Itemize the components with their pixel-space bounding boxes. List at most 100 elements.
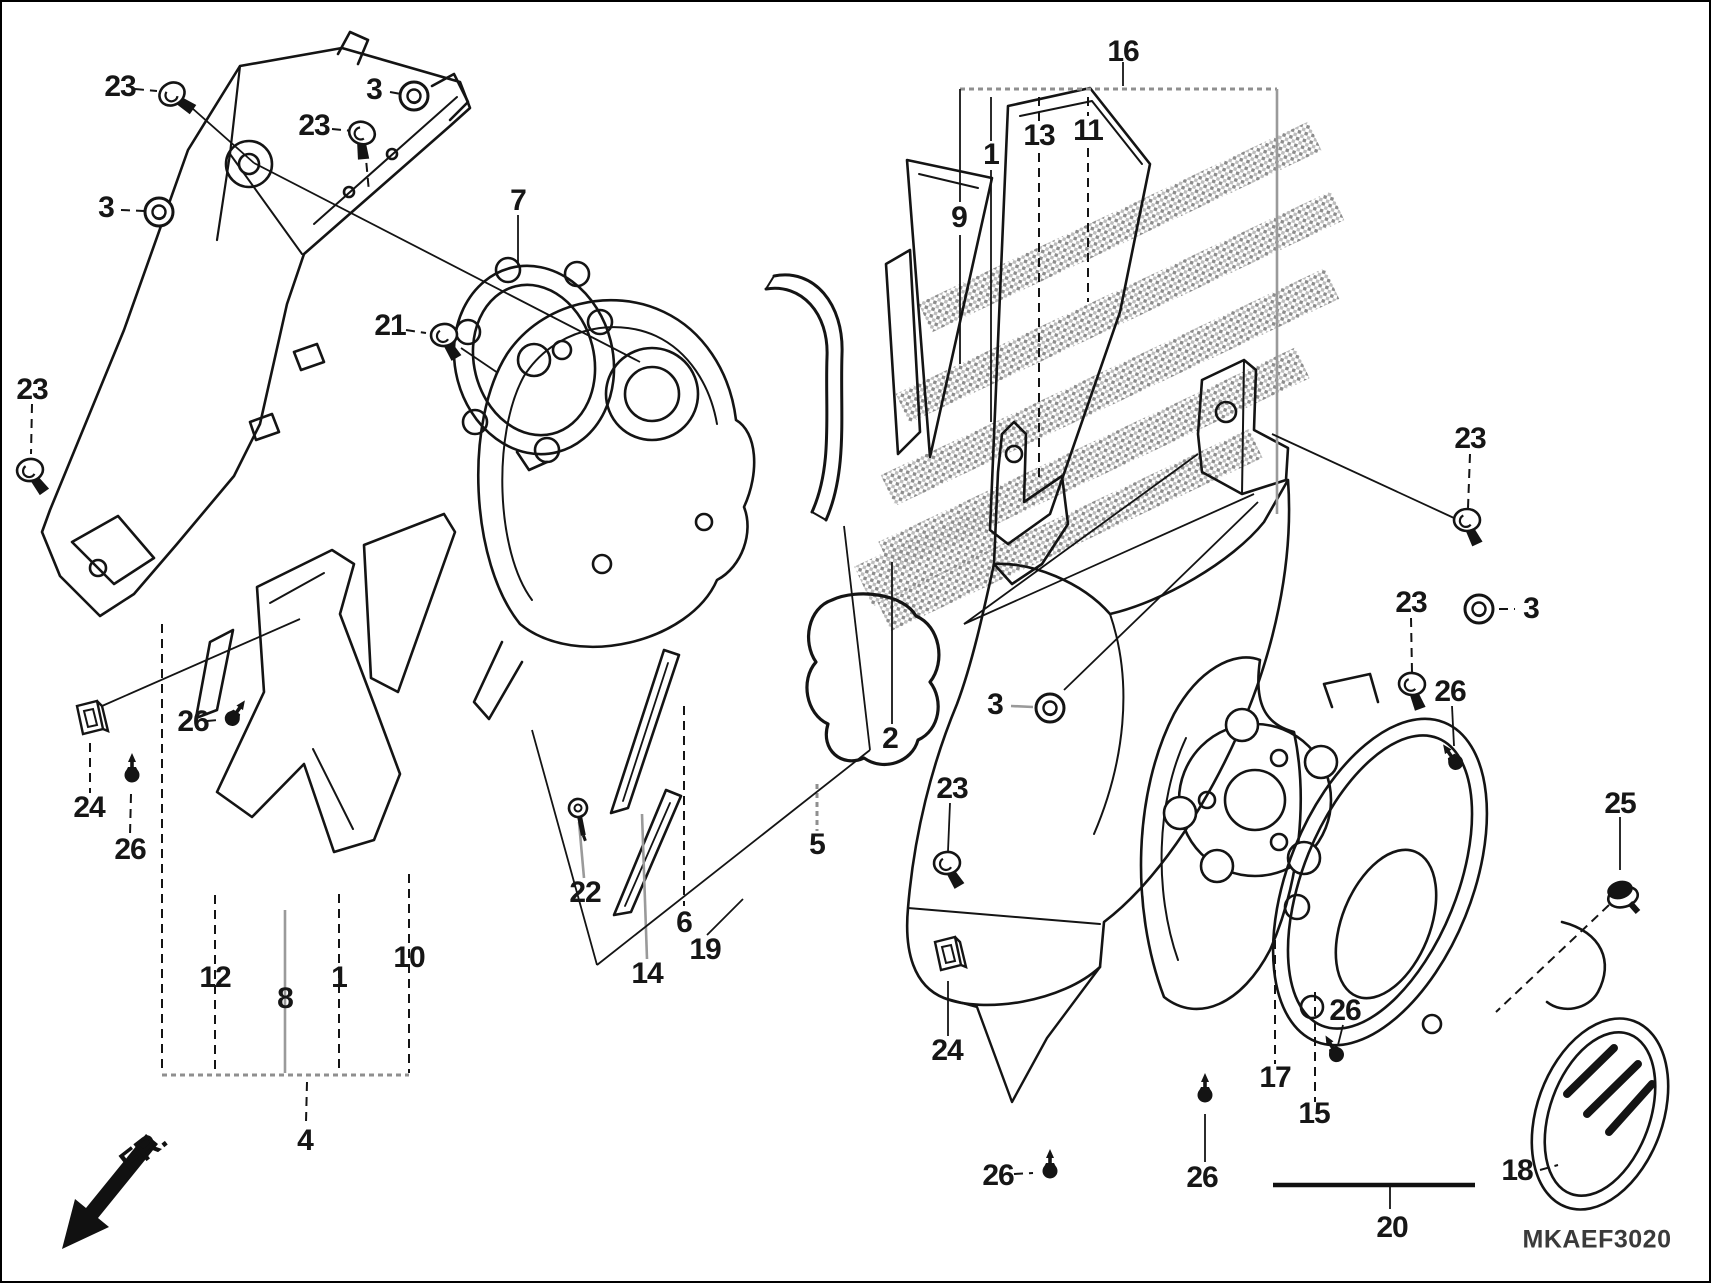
callout-16: 16 bbox=[1107, 35, 1139, 68]
callout-7: 7 bbox=[510, 184, 527, 217]
gasket-5 bbox=[805, 592, 941, 767]
fr-direction-indicator: FR. bbox=[62, 1121, 174, 1249]
callout-24: 24 bbox=[931, 1034, 963, 1067]
insulator-14 bbox=[612, 788, 683, 917]
wing-decal-hatch bbox=[854, 121, 1345, 632]
right-frame-panels bbox=[884, 86, 1152, 546]
callout-17: 17 bbox=[1259, 1061, 1291, 1094]
callout-1: 1 bbox=[331, 961, 348, 994]
callout-3: 3 bbox=[987, 688, 1004, 721]
callout-23: 23 bbox=[936, 772, 968, 805]
inner-panel-x bbox=[194, 512, 457, 854]
callout-26: 26 bbox=[1186, 1161, 1218, 1194]
leader-line bbox=[305, 1081, 308, 1123]
screw-icon bbox=[421, 315, 471, 365]
leader-line bbox=[963, 453, 1199, 625]
grommet-icon bbox=[143, 196, 175, 228]
leader-line bbox=[577, 821, 586, 879]
leader-line bbox=[134, 88, 158, 92]
callout-8: 8 bbox=[277, 982, 294, 1015]
callout-6: 6 bbox=[676, 906, 693, 939]
callout-9: 9 bbox=[951, 201, 968, 234]
leader-line bbox=[843, 525, 871, 751]
diagram-code: MKAEF3020 bbox=[1522, 1225, 1672, 1254]
callout-23: 23 bbox=[16, 373, 48, 406]
callout-25: 25 bbox=[1604, 787, 1636, 820]
leader-line bbox=[1467, 453, 1471, 509]
duct-cover-19 bbox=[472, 298, 756, 721]
callout-14: 14 bbox=[631, 957, 663, 990]
insulator-6 bbox=[609, 648, 681, 815]
right-rear-cowl bbox=[905, 358, 1291, 1104]
callout-12: 12 bbox=[199, 961, 231, 994]
grommet-icon bbox=[398, 80, 430, 112]
leader-line bbox=[1451, 705, 1455, 747]
callout-15: 15 bbox=[1298, 1097, 1330, 1130]
leader-line bbox=[963, 493, 1255, 625]
leader-line bbox=[640, 813, 649, 960]
grommet-icon bbox=[1463, 593, 1495, 625]
screw-icon bbox=[333, 110, 390, 167]
screw-icon bbox=[8, 451, 56, 498]
callout-26: 26 bbox=[177, 705, 209, 738]
callout-24: 24 bbox=[73, 791, 105, 824]
pin-icon bbox=[1197, 1073, 1213, 1103]
callout-10: 10 bbox=[393, 941, 425, 974]
callout-26: 26 bbox=[1434, 675, 1466, 708]
leader-line bbox=[206, 719, 219, 722]
shoulder-screw-icon bbox=[564, 798, 593, 841]
cover-17 bbox=[1139, 656, 1302, 1011]
leader-line bbox=[1539, 1164, 1559, 1171]
fr-arrow-icon bbox=[62, 1134, 158, 1249]
leader-line bbox=[947, 802, 951, 852]
callout-2: 2 bbox=[882, 722, 899, 755]
leader-line bbox=[1063, 501, 1259, 691]
callout-1: 1 bbox=[983, 138, 1000, 171]
callout-23: 23 bbox=[104, 70, 136, 103]
callout-26: 26 bbox=[1329, 994, 1361, 1027]
leader-line bbox=[120, 209, 145, 212]
callout-11: 11 bbox=[1073, 114, 1104, 147]
callout-18: 18 bbox=[1501, 1154, 1533, 1187]
pin-icon bbox=[221, 696, 252, 729]
leader-line bbox=[1337, 1024, 1344, 1046]
pin-icon bbox=[1436, 740, 1467, 773]
grommet-icon bbox=[1034, 692, 1066, 724]
leader-line bbox=[389, 91, 402, 95]
callout-26: 26 bbox=[114, 833, 146, 866]
callout-26: 26 bbox=[982, 1159, 1014, 1192]
leader-line bbox=[460, 347, 499, 374]
callout-19: 19 bbox=[689, 933, 721, 966]
left-rear-cowl-bracket bbox=[40, 30, 472, 618]
bolt-icon bbox=[1605, 878, 1640, 912]
callout-3: 3 bbox=[366, 73, 383, 106]
screw-icon bbox=[924, 843, 974, 893]
cap-18 bbox=[1530, 1017, 1670, 1211]
callout-4: 4 bbox=[297, 1124, 314, 1157]
callout-13: 13 bbox=[1023, 119, 1055, 152]
callout-3: 3 bbox=[98, 191, 115, 224]
callout-22: 22 bbox=[569, 876, 601, 909]
leader-line bbox=[101, 618, 301, 707]
pin-icon bbox=[1042, 1149, 1058, 1179]
screw-icon bbox=[1386, 662, 1440, 716]
pin-icon bbox=[1319, 1031, 1347, 1065]
leader-line bbox=[1271, 433, 1455, 519]
callout-23: 23 bbox=[298, 109, 330, 142]
callout-21: 21 bbox=[374, 309, 406, 342]
leader-line bbox=[191, 107, 255, 164]
screw-icon bbox=[1442, 499, 1495, 551]
side-cover-20 bbox=[1271, 672, 1607, 1047]
leader-line bbox=[706, 898, 744, 936]
callout-23: 23 bbox=[1454, 422, 1486, 455]
leader-line bbox=[30, 403, 33, 455]
cover-7 bbox=[452, 256, 616, 472]
leader-line bbox=[1495, 904, 1610, 1013]
leader-line bbox=[1010, 704, 1034, 709]
trim-strip-2 bbox=[764, 273, 844, 522]
screw-icon bbox=[152, 74, 199, 121]
pin-icon bbox=[124, 753, 140, 783]
clip-icon bbox=[933, 935, 968, 972]
